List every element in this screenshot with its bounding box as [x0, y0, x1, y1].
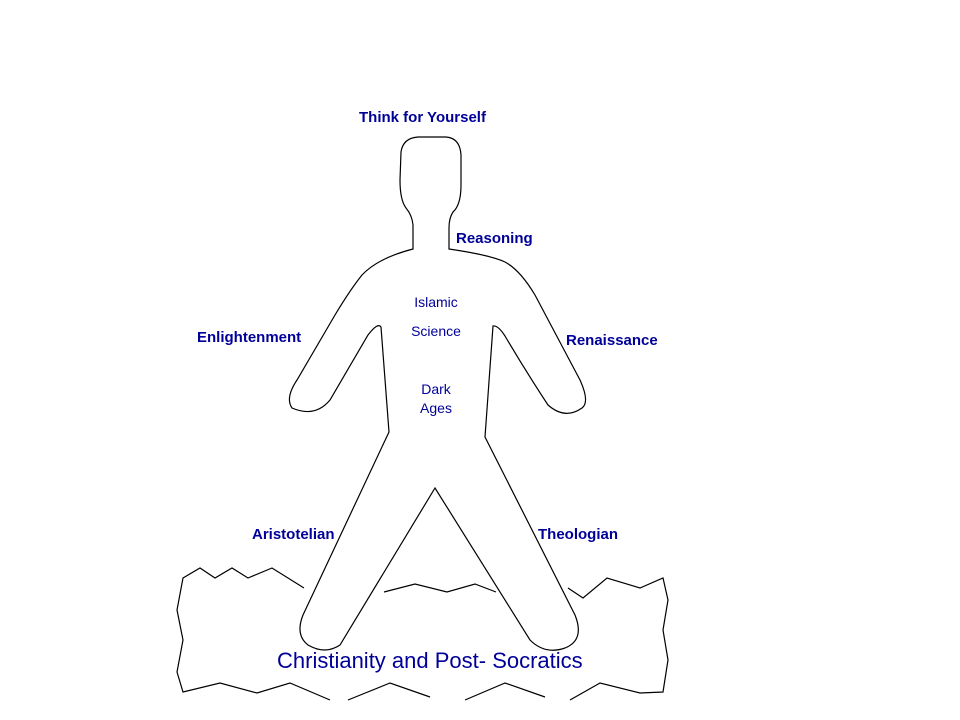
human-figure-outline [288, 136, 587, 651]
ground-crack [383, 583, 497, 593]
label-aristotelian: Aristotelian [252, 526, 335, 543]
label-reasoning: Reasoning [456, 230, 533, 247]
ground-outline [176, 567, 669, 701]
label-enlightenment: Enlightenment [197, 329, 302, 346]
label-think-for-yourself: Think for Yourself [359, 109, 486, 126]
label-islamic: Islamic [414, 294, 458, 310]
label-science: Science [411, 323, 461, 339]
label-ages: Ages [420, 400, 452, 416]
label-ground: Christianity and Post- Socratics [277, 648, 583, 673]
label-theologian: Theologian [538, 526, 618, 543]
label-dark: Dark [421, 381, 451, 397]
label-renaissance: Renaissance [566, 332, 658, 349]
